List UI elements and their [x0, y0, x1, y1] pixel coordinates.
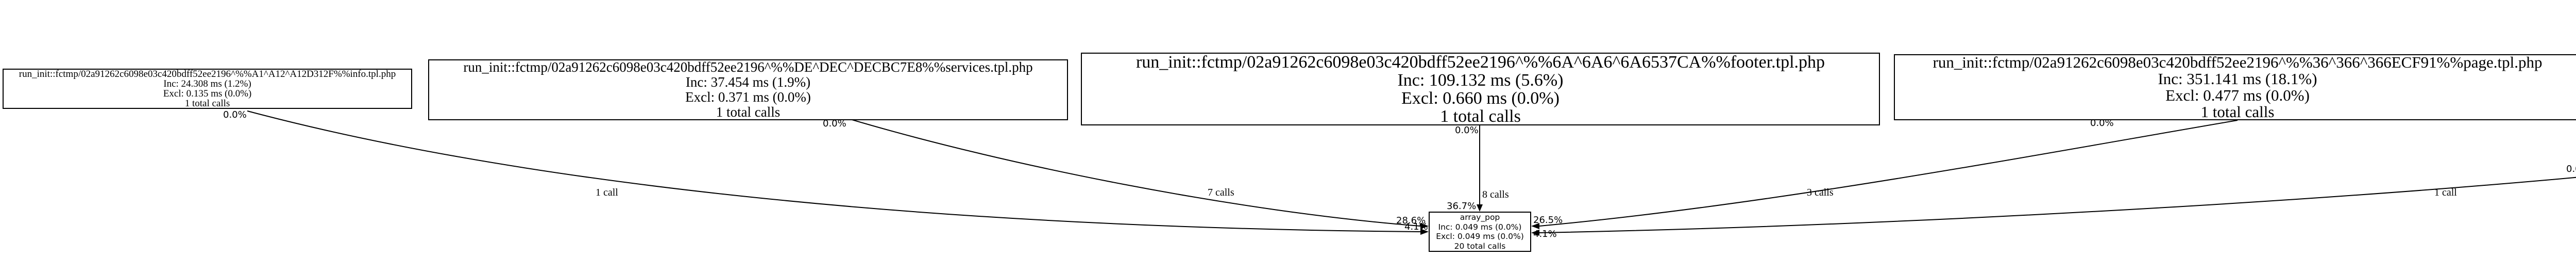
edge-start-call-count: 1 call	[2434, 187, 2457, 198]
node-info-tpl: run_init::fctmp/02a91262c6098e03c420bdff…	[3, 69, 412, 109]
edge-start-head-percent: 4.1%	[1533, 229, 1557, 239]
node-exclusive-time: Excl: 0.371 ms (0.0%)	[685, 89, 811, 105]
edge-page-head-percent: 26.5%	[1533, 215, 1563, 226]
node-inclusive-time: Inc: 0.049 ms (0.0%)	[1438, 222, 1522, 232]
arrowhead-left-upper	[1420, 223, 1429, 229]
edge-start-tail-percent: 0.0%	[2566, 164, 2576, 174]
node-exclusive-time: Excl: 0.477 ms (0.0%)	[2165, 86, 2310, 104]
edge-services-head-percent: 28.6%	[1396, 215, 1426, 226]
edge-services-call-count: 7 calls	[1208, 187, 1234, 198]
edge-info-call-count: 1 call	[596, 187, 618, 198]
node-title: run_init::fctmp/02a91262c6098e03c420bdff…	[1933, 54, 2543, 71]
node-total-calls: 1 total calls	[716, 104, 781, 120]
arrowhead-top	[1477, 204, 1483, 212]
edge-info-tail-percent: 0.0%	[223, 109, 247, 120]
node-total-calls: 1 total calls	[1440, 106, 1521, 125]
node-exclusive-time: Excl: 0.049 ms (0.0%)	[1436, 232, 1524, 241]
node-title: run_init::fctmp/02a91262c6098e03c420bdff…	[1136, 53, 1825, 72]
node-total-calls: 1 total calls	[184, 98, 230, 109]
node-title: array_pop	[1460, 213, 1500, 222]
node-footer-tpl: run_init::fctmp/02a91262c6098e03c420bdff…	[1081, 53, 1880, 125]
arrowhead-right-upper	[1531, 223, 1539, 229]
edge-footer-call-count: 8 calls	[1482, 189, 1509, 200]
edge-page-to-arraypop	[1539, 120, 2238, 227]
node-title: run_init::fctmp/02a91262c6098e03c420bdff…	[463, 59, 1033, 75]
node-services-tpl: run_init::fctmp/02a91262c6098e03c420bdff…	[428, 59, 1068, 120]
edge-page-call-count: 3 calls	[1807, 187, 1834, 198]
node-inclusive-time: Inc: 37.454 ms (1.9%)	[685, 74, 811, 90]
edge-info-head-percent: 4.1%	[1404, 221, 1428, 232]
node-inclusive-time: Inc: 351.141 ms (18.1%)	[2158, 70, 2317, 88]
arrowhead-left-lower	[1420, 229, 1429, 235]
edge-footer-tail-percent: 0.0%	[1455, 125, 1479, 136]
node-array-pop: array_pop Inc: 0.049 ms (0.0%) Excl: 0.0…	[1429, 212, 1531, 252]
edge-services-to-arraypop	[848, 118, 1421, 227]
node-exclusive-time: Excl: 0.660 ms (0.0%)	[1401, 88, 1560, 108]
edge-start-to-arraypop	[1539, 177, 2576, 233]
node-total-calls: 1 total calls	[2200, 103, 2275, 120]
edge-services-tail-percent: 0.0%	[823, 118, 846, 129]
node-title: run_init::fctmp/02a91262c6098e03c420bdff…	[19, 69, 396, 79]
node-page-tpl: run_init::fctmp/02a91262c6098e03c420bdff…	[1894, 54, 2576, 120]
edge-info-to-arraypop	[247, 110, 1421, 232]
edge-footer-head-percent: 36.7%	[1447, 201, 1477, 212]
node-exclusive-time: Excl: 0.135 ms (0.0%)	[163, 88, 252, 99]
node-inclusive-time: Inc: 109.132 ms (5.6%)	[1397, 70, 1564, 90]
node-total-calls: 20 total calls	[1454, 241, 1506, 251]
arrowhead-right-lower	[1531, 230, 1539, 236]
edge-page-tail-percent: 0.0%	[2090, 118, 2114, 129]
node-inclusive-time: Inc: 24.308 ms (1.2%)	[163, 78, 251, 89]
